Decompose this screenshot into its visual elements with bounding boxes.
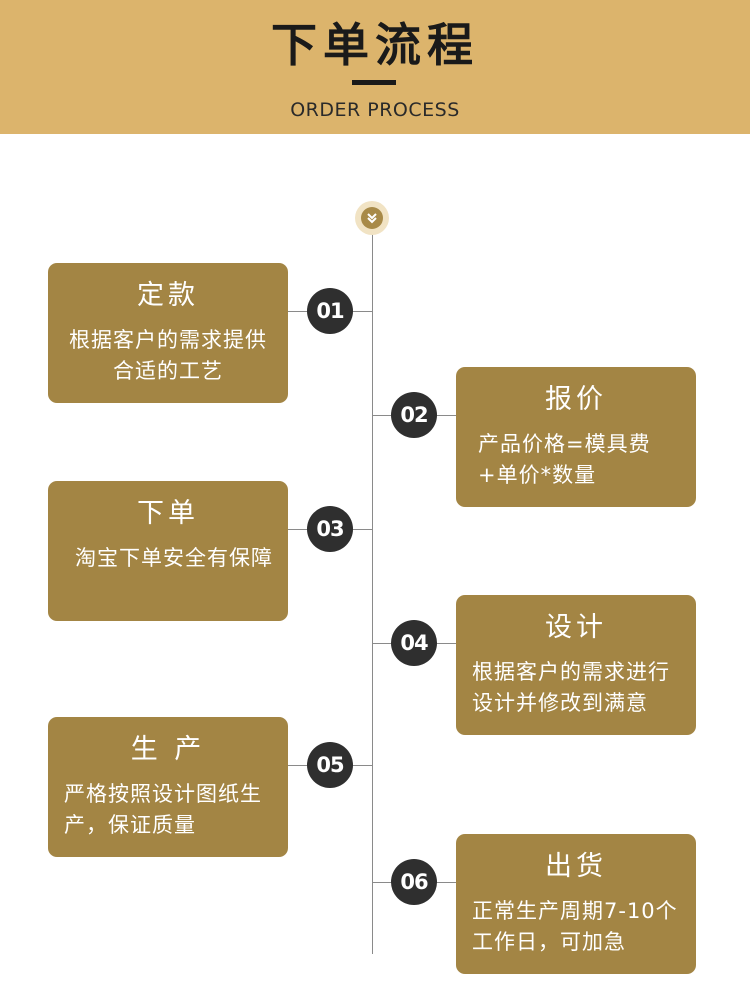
title-underline bbox=[352, 80, 396, 85]
step-title: 定款 bbox=[137, 280, 199, 311]
step-description: 产品价格=模具费+单价*数量 bbox=[478, 432, 651, 487]
step-description: 严格按照设计图纸生产，保证质量 bbox=[64, 782, 262, 837]
step-number-05: 05 bbox=[307, 742, 353, 788]
step-number-02: 02 bbox=[391, 392, 437, 438]
step-card-06: 出货 正常生产周期7-10个工作日，可加急 bbox=[456, 834, 696, 974]
step-card-04: 设计 根据客户的需求进行设计并修改到满意 bbox=[456, 595, 696, 735]
step-card-05: 生 产 严格按照设计图纸生产，保证质量 bbox=[48, 717, 288, 857]
page-title: 下单流程 bbox=[271, 18, 479, 72]
step-title: 出货 bbox=[545, 851, 607, 882]
timeline-start-marker bbox=[355, 201, 389, 235]
step-title: 下单 bbox=[137, 498, 199, 529]
step-number-04: 04 bbox=[391, 620, 437, 666]
step-description: 根据客户的需求进行设计并修改到满意 bbox=[472, 660, 670, 715]
page-header: 下单流程 ORDER PROCESS bbox=[0, 0, 750, 134]
step-card-03: 下单 淘宝下单安全有保障 bbox=[48, 481, 288, 621]
step-description: 根据客户的需求提供合适的工艺 bbox=[69, 328, 267, 383]
step-description: 淘宝下单安全有保障 bbox=[75, 546, 273, 570]
step-number-01: 01 bbox=[307, 288, 353, 334]
step-card-01: 定款 根据客户的需求提供合适的工艺 bbox=[48, 263, 288, 403]
step-title: 生 产 bbox=[130, 734, 206, 765]
step-number-06: 06 bbox=[391, 859, 437, 905]
step-card-02: 报价 产品价格=模具费+单价*数量 bbox=[456, 367, 696, 507]
double-chevron-down-icon bbox=[361, 207, 383, 229]
step-title: 报价 bbox=[545, 384, 607, 415]
step-title: 设计 bbox=[545, 612, 607, 643]
page-subtitle: ORDER PROCESS bbox=[290, 99, 460, 121]
step-number-03: 03 bbox=[307, 506, 353, 552]
timeline-line bbox=[372, 228, 373, 954]
step-description: 正常生产周期7-10个工作日，可加急 bbox=[472, 899, 678, 954]
